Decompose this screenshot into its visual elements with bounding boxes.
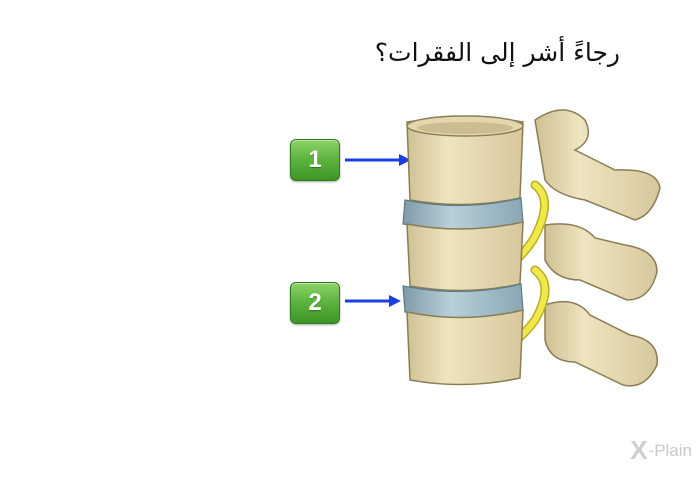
question-text: رجاءً أشر إلى الفقرات؟ bbox=[374, 38, 620, 67]
xplain-logo-text: -Plain bbox=[648, 440, 692, 460]
pointer-arrow-2-icon bbox=[345, 295, 401, 307]
spinous-process-middle bbox=[544, 223, 658, 301]
spinous-process-upper bbox=[534, 109, 661, 221]
xplain-logo-mark: X bbox=[630, 435, 648, 465]
answer-button-1[interactable]: 1 bbox=[290, 139, 340, 181]
vertebra-body-middle bbox=[406, 221, 524, 292]
vertebra-body-upper bbox=[406, 115, 524, 206]
vertebra-body-lower bbox=[406, 309, 524, 386]
pointer-arrow-1-icon bbox=[345, 154, 411, 166]
spinous-process-lower bbox=[544, 300, 658, 387]
spine-illustration-icon bbox=[402, 109, 661, 387]
xplain-logo: X -Plain bbox=[630, 435, 692, 466]
answer-button-2[interactable]: 2 bbox=[290, 282, 340, 324]
